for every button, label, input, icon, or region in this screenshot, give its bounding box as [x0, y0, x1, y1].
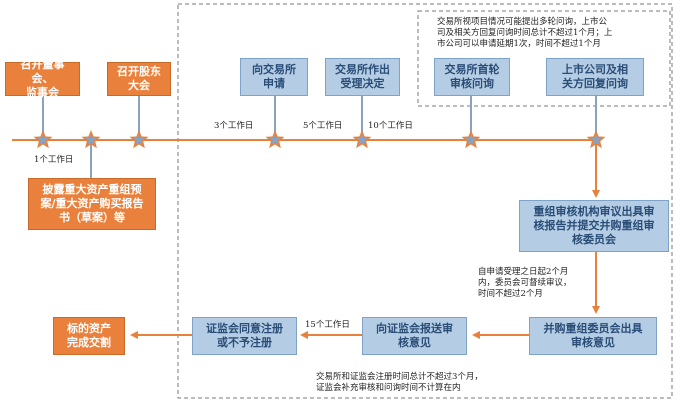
deliver-assets-box: 标的资产 完成交割: [53, 317, 125, 355]
timeline-star-shareholders: [129, 130, 149, 149]
timeline-stars: [33, 130, 606, 149]
timeline-star-board: [33, 130, 53, 149]
csrc-decision-box: 证监会同意注册 或不予注册: [192, 317, 297, 355]
review-opinion-box: 重组审核机构审议出具审 核报告并提交并购重组审 核委员会: [519, 200, 669, 252]
shareholders-meeting-box: 召开股东 大会: [107, 62, 171, 96]
registration-phase-frame: [177, 3, 673, 399]
committee-opinion-box: 并购重组委员会出具 审核意见: [529, 317, 657, 355]
timeline-star-apply: [265, 130, 285, 149]
timeline-star-first-inquiry: [461, 130, 481, 149]
inquiry-phase-frame: [417, 10, 671, 107]
inquiry-note: 交易所视项目情况可能提出多轮问询，上市公 司及相关方回复问询时间总计不超过1个月…: [437, 17, 613, 49]
timeline-star-reply: [586, 130, 606, 149]
label-15-workdays: 15个工作日: [305, 320, 350, 330]
apply-exchange-box: 向交易所 申请: [240, 58, 308, 96]
disclose-plan-box: 披露重大资产重组预 案/重大资产购买报告 书（草案）等: [28, 178, 156, 230]
exchange-accept-box: 交易所作出 受理决定: [325, 58, 400, 96]
committee-note: 自申请受理之日起2个月 内，委员会可督续审议， 时间不超过2个月: [478, 267, 572, 299]
submit-csrc-box: 向证监会报送审 核意见: [362, 317, 467, 355]
company-reply-box: 上市公司及相 关方回复问询: [546, 58, 644, 96]
timeline-star-accept: [352, 130, 372, 149]
label-3-workdays: 3个工作日: [214, 121, 254, 131]
label-1-workday: 1个工作日: [34, 155, 74, 165]
board-meeting-box: 召开董事会、 监事会: [5, 58, 80, 99]
exchange-first-inquiry-box: 交易所首轮 审核问询: [434, 58, 510, 96]
label-10-workdays: 10个工作日: [368, 121, 413, 131]
label-5-workdays: 5个工作日: [303, 121, 343, 131]
timeline-star-disclose: [81, 130, 101, 149]
registration-note: 交易所和证监会注册时间总计不超过3个月， 证监会补充审核和问询时间不计算在内: [316, 372, 483, 393]
